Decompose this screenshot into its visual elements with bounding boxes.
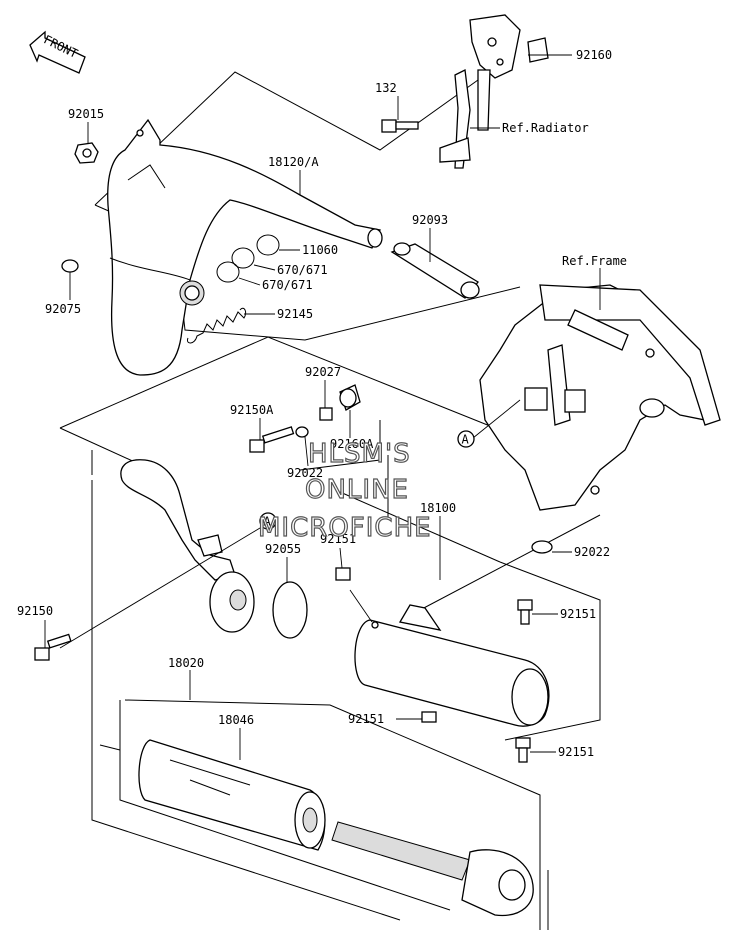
svg-text:A: A (264, 515, 272, 529)
reference-marker-a-2: A (259, 512, 277, 530)
leader-lines (44, 54, 601, 760)
mount-hardware-lower (335, 540, 553, 763)
watermark-line-1: HLSM'S (308, 439, 411, 469)
label-670-671-a: 670/671 (277, 263, 328, 277)
reference-marker-a-1: A (457, 430, 475, 448)
spring-92145 (186, 307, 247, 344)
watermark-line-2: ONLINE (305, 475, 409, 505)
label-92150: 92150 (17, 604, 53, 618)
label-92151-d: 92151 (558, 745, 594, 759)
label-18100: 18100 (420, 501, 456, 515)
bolt-92150 (34, 633, 72, 661)
frame-section (479, 284, 721, 511)
label-92160a: 92160A (330, 437, 374, 451)
label-92075: 92075 (45, 302, 81, 316)
ring-seals (216, 234, 280, 283)
label-670-671-b: 670/671 (262, 278, 313, 292)
nut-92015 (74, 142, 99, 164)
header-pipe (120, 459, 255, 633)
label-92022-b: 92022 (574, 545, 610, 559)
front-arrow-icon: FRONT (29, 30, 86, 74)
gasket-92055 (272, 581, 308, 639)
label-92150a: 92150A (230, 403, 274, 417)
mount-hardware-upper (249, 384, 361, 453)
label-132: 132 (375, 81, 397, 95)
watermark: HLSM'S ONLINE MICROFICHE (257, 438, 432, 543)
grommet-92075 (61, 259, 79, 273)
part-labels: 92160 132 Ref.Radiator 92015 18120/A 920… (17, 48, 627, 759)
label-92015: 92015 (68, 107, 104, 121)
label-18046: 18046 (218, 713, 254, 727)
assembly-outline (59, 71, 601, 930)
label-18120a: 18120/A (268, 155, 319, 169)
watermark-line-3: MICROFICHE (258, 513, 432, 543)
label-92145: 92145 (277, 307, 313, 321)
label-92093: 92093 (412, 213, 448, 227)
label-92027: 92027 (305, 365, 341, 379)
silencer (354, 604, 550, 727)
silencer-core (138, 739, 534, 917)
sleeve-92093 (390, 242, 480, 299)
label-92151-b: 92151 (560, 607, 596, 621)
label-92151-a: 92151 (320, 532, 356, 546)
label-92160: 92160 (576, 48, 612, 62)
label-11060: 11060 (302, 243, 338, 257)
exhaust-pipe (107, 118, 383, 376)
label-ref-frame: Ref.Frame (562, 254, 627, 268)
label-92151-c: 92151 (348, 712, 384, 726)
label-92055: 92055 (265, 542, 301, 556)
radiator-bracket (439, 14, 549, 169)
label-18020: 18020 (168, 656, 204, 670)
label-ref-radiator: Ref.Radiator (502, 121, 589, 135)
svg-text:A: A (462, 433, 470, 447)
bolt-132 (381, 119, 419, 133)
label-92022-a: 92022 (287, 466, 323, 480)
